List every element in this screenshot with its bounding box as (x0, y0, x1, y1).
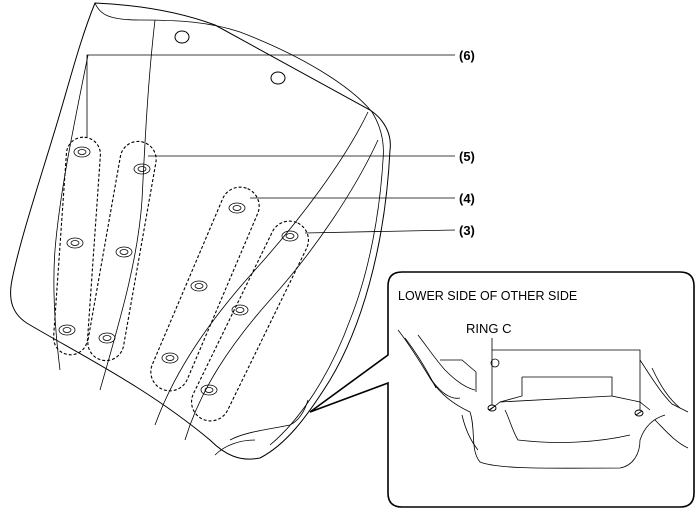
leader-lines (86, 54, 456, 234)
hog-ring-group-4 (150, 186, 260, 392)
ring-c-label: RING C (466, 321, 512, 336)
inset-panel (309, 271, 695, 508)
ring-c-right-icon (634, 409, 644, 417)
hog-ring-group-6 (53, 136, 101, 356)
headrest-holes (174, 30, 286, 85)
hog-ring-group-5 (87, 140, 157, 362)
headrest-hole-right (270, 71, 286, 85)
callout-4: (4) (459, 191, 475, 206)
headrest-hole-left (174, 30, 190, 44)
hog-ring-group-3 (190, 220, 310, 422)
callout-5: (5) (459, 149, 475, 164)
callout-3: (3) (459, 223, 475, 238)
inset-title: LOWER SIDE OF OTHER SIDE (398, 289, 577, 303)
callout-6: (6) (459, 48, 475, 63)
seatback-outline (10, 2, 391, 460)
ring-c-left-icon (487, 404, 497, 412)
inset-underside-drawing (397, 329, 689, 469)
